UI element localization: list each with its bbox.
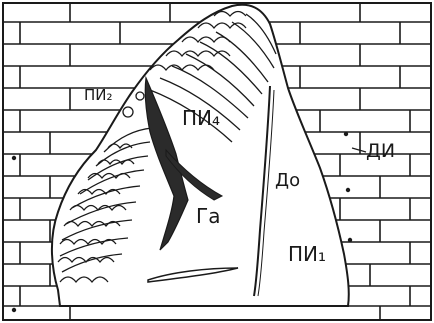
mark-dot-3	[346, 188, 350, 192]
di-leader	[352, 148, 366, 152]
mark-dot-4	[348, 238, 352, 242]
label-do: До	[275, 172, 300, 190]
mark-dot-2	[344, 132, 348, 136]
label-pi2: ПИ₂	[84, 88, 113, 103]
label-di: ДИ	[366, 142, 395, 161]
label-ga: Га	[196, 206, 220, 226]
label-pi1: ПИ₁	[288, 244, 326, 264]
mark-dot-1	[12, 156, 16, 160]
mark-dot-5	[12, 308, 16, 312]
label-pi4: ПИ₄	[182, 108, 220, 128]
